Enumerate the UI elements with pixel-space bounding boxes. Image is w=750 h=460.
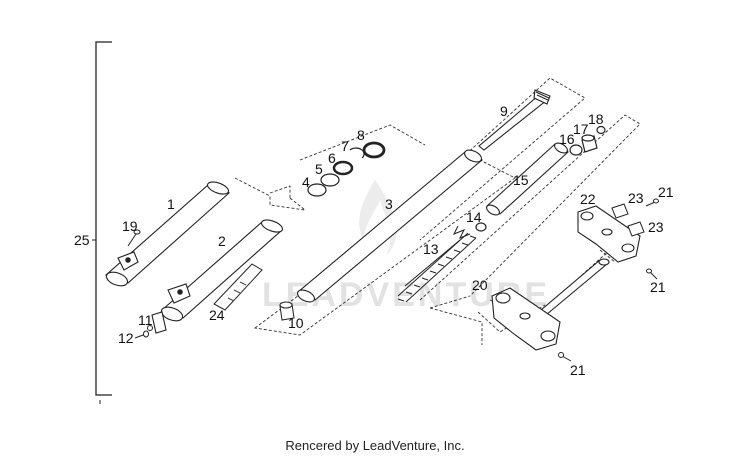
label-part-25: 25 — [74, 232, 90, 248]
label-part-19: 19 — [122, 218, 138, 234]
label-part-13: 13 — [423, 241, 439, 257]
label-part-15: 15 — [513, 172, 529, 188]
label-part-3: 3 — [385, 196, 393, 212]
label-part-2: 2 — [218, 233, 226, 249]
label-part-8: 8 — [357, 127, 365, 143]
part-labels: 1 2 3 4 5 6 7 8 9 10 11 12 13 14 15 16 1… — [74, 103, 674, 378]
fork-outer-tube-2 — [151, 219, 284, 334]
label-part-24: 24 — [209, 307, 225, 323]
label-part-21-top: 21 — [658, 184, 674, 200]
fork-inner-tube-3 — [296, 149, 484, 303]
label-part-21-mid: 21 — [650, 279, 666, 295]
watermark-flame-icon — [359, 180, 397, 256]
label-part-14: 14 — [466, 209, 482, 225]
bolt-19 — [127, 229, 141, 247]
cap-rings-16-18 — [569, 125, 606, 156]
label-part-6: 6 — [328, 150, 336, 166]
damper-rod-9 — [478, 89, 551, 151]
label-part-9: 9 — [500, 103, 508, 119]
label-part-10: 10 — [288, 315, 304, 331]
washer-11 — [147, 325, 153, 331]
bolts-21 — [558, 198, 659, 362]
ring-14 — [475, 222, 487, 232]
label-part-18: 18 — [588, 111, 604, 127]
label-part-1: 1 — [167, 196, 175, 212]
fork-guard-24 — [213, 263, 263, 311]
label-part-12: 12 — [118, 330, 134, 346]
label-part-22: 22 — [580, 191, 596, 207]
label-part-23-top: 23 — [628, 190, 644, 206]
label-part-5: 5 — [315, 161, 323, 177]
label-part-11: 11 — [138, 312, 153, 328]
label-part-7: 7 — [341, 138, 349, 154]
spacer-tube-15 — [486, 142, 569, 216]
label-part-4: 4 — [302, 174, 310, 190]
label-part-16: 16 — [559, 131, 575, 147]
footer-credit: Rencered by LeadVenture, Inc. — [285, 438, 465, 453]
lower-triple-clamp-20 — [491, 258, 610, 351]
clamp-caps-23 — [611, 203, 645, 237]
bushing-10 — [279, 301, 295, 321]
label-part-17: 17 — [573, 121, 589, 137]
bolt-12 — [134, 330, 149, 339]
label-part-20: 20 — [472, 277, 488, 293]
label-part-23-bottom: 23 — [648, 219, 664, 235]
seal-rings-4-8 — [307, 141, 386, 197]
label-part-21-bottom: 21 — [570, 362, 586, 378]
fork-outer-tube-1 — [104, 181, 231, 287]
fork-spring-13 — [397, 225, 477, 303]
upper-triple-clamp-22 — [577, 205, 641, 263]
assembly-bracket — [95, 41, 112, 396]
